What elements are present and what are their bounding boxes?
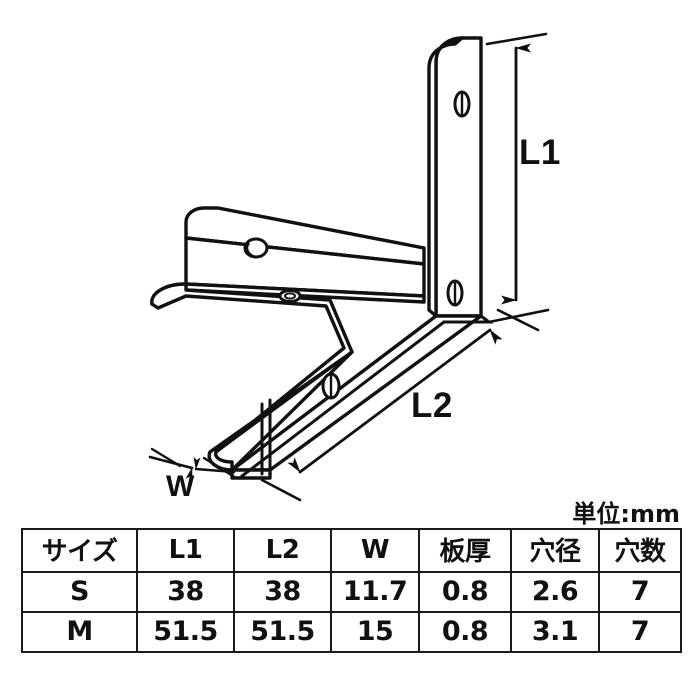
table-header-row: サイズ L1 L2 W 板厚 穴径 穴数 [21, 528, 682, 573]
dimension-l1 [485, 32, 550, 324]
cell-hole-count-m: 7 [598, 611, 682, 653]
table-row: M 51.5 51.5 15 0.8 3.1 7 [21, 611, 682, 653]
shelf-lower-fold [184, 282, 426, 298]
cell-l1-s: 38 [136, 571, 235, 613]
header-size: サイズ [21, 528, 138, 573]
spec-table: サイズ L1 L2 W 板厚 穴径 穴数 S 38 38 11.7 0.8 2.… [21, 528, 682, 653]
bracket-drawing-area: L1 L2 W [148, 32, 561, 503]
cell-w-s: 11.7 [330, 571, 420, 613]
shelf-top-back-edge [216, 206, 426, 250]
header-hole-count: 穴数 [598, 528, 682, 573]
vertical-arm-left-outline [427, 39, 460, 312]
dimension-label-l2: L2 [411, 386, 453, 425]
dimension-label-w: W [166, 470, 195, 503]
header-l2: L2 [233, 528, 332, 573]
upper-shelf-top-face [184, 206, 426, 266]
hole-shelf-underside-inner [284, 292, 296, 300]
cell-size-m: M [21, 611, 138, 653]
cell-hole-diameter-s: 2.6 [510, 571, 600, 613]
l2-dimension-line [287, 328, 503, 474]
table-row: S 38 38 11.7 0.8 2.6 7 [21, 571, 682, 613]
l1-witness-top [485, 32, 548, 46]
hole-shelf-web-inner [246, 242, 259, 259]
w-witness-right [202, 456, 238, 480]
header-w: W [330, 528, 420, 573]
header-hole-diameter: 穴径 [510, 528, 600, 573]
l1-witness-bottom [487, 308, 550, 324]
lower-arm-thickness [230, 468, 272, 480]
cell-thickness-s: 0.8 [418, 571, 512, 613]
w-dimension-line-left [148, 455, 194, 481]
l2-witness-upper [496, 308, 540, 332]
bracket-illustration [148, 32, 550, 502]
header-thickness: 板厚 [418, 528, 512, 573]
dimension-w [148, 447, 238, 481]
vertical-arm-front-face [434, 36, 483, 318]
cell-l1-m: 51.5 [136, 611, 235, 653]
cell-l2-m: 51.5 [233, 611, 332, 653]
spec-table-container: サイズ L1 L2 W 板厚 穴径 穴数 S 38 38 11.7 0.8 2.… [21, 528, 682, 653]
dimension-l2 [260, 308, 540, 502]
dimension-label-l1: L1 [519, 133, 561, 172]
shelf-front-fold [184, 236, 426, 266]
hole-shelf-web [243, 237, 269, 259]
cell-thickness-m: 0.8 [418, 611, 512, 653]
l2-witness-lower [260, 478, 302, 502]
cell-l2-s: 38 [233, 571, 332, 613]
unit-note: 単位:mm [572, 500, 680, 528]
cell-hole-diameter-m: 3.1 [510, 611, 600, 653]
cell-size-s: S [21, 571, 138, 613]
header-l1: L1 [136, 528, 235, 573]
w-dimension-line-right [193, 456, 236, 474]
cell-w-m: 15 [330, 611, 420, 653]
cell-hole-count-s: 7 [598, 571, 682, 613]
